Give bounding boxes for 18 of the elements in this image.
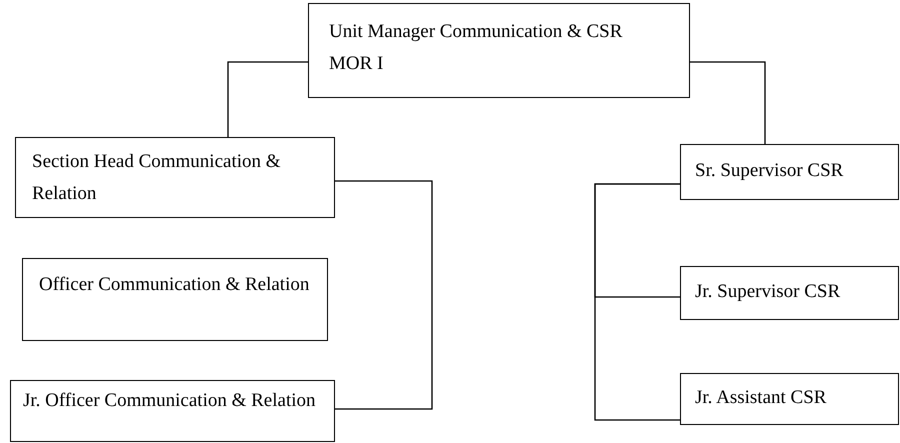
org-box	[15, 137, 335, 218]
role-title: Jr. Supervisor CSR	[695, 280, 842, 304]
org-box	[680, 144, 899, 200]
role-title: Jr. Assistant CSR	[695, 386, 828, 410]
org-box	[308, 3, 690, 98]
connector-line	[690, 61, 766, 144]
role-title: Sr. Supervisor CSR	[695, 159, 844, 183]
org-box	[10, 380, 335, 442]
org-box	[680, 266, 899, 320]
role-title: Section Head Communication & Relation	[32, 150, 282, 206]
connector-line	[227, 61, 308, 137]
role-title: Officer Communication & Relation	[39, 273, 310, 297]
role-title: Unit Manager Communication & CSR MOR I	[329, 20, 624, 76]
org-box	[680, 373, 899, 425]
connector-line	[335, 180, 433, 410]
role-title: Jr. Officer Communication & Relation	[23, 389, 317, 413]
org-box	[22, 258, 328, 341]
connector-line	[594, 183, 680, 421]
